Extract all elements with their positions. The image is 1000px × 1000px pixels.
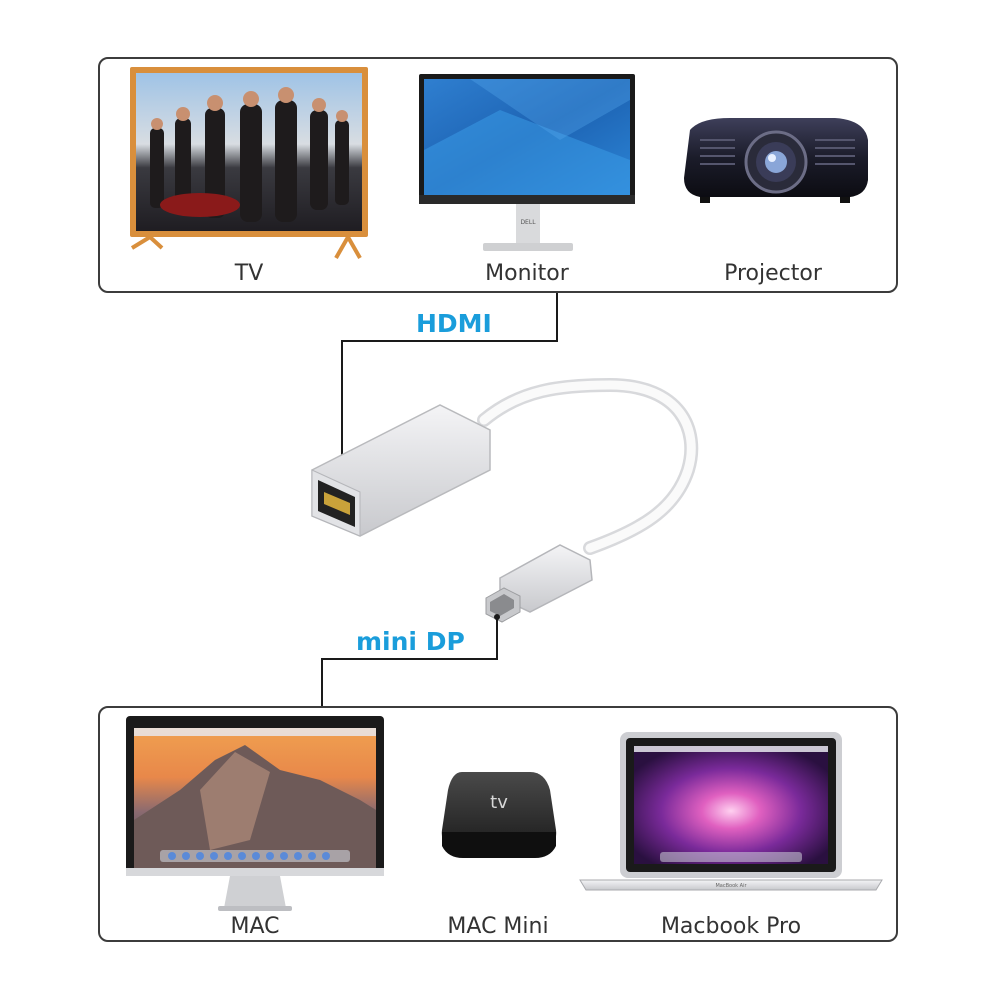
apple-tv-icon: tv xyxy=(441,772,557,858)
mac-label: MAC xyxy=(230,914,279,939)
tv-label: TV xyxy=(234,261,264,286)
laptop-badge: MacBook Air xyxy=(715,883,747,889)
projector-label: Projector xyxy=(724,261,823,286)
laptop-icon: MacBook Air xyxy=(579,732,883,891)
tv-icon xyxy=(130,67,368,259)
minidp-line xyxy=(321,617,498,706)
projector-icon xyxy=(684,118,868,203)
monitor-icon: DELL xyxy=(419,74,635,251)
mac-mini-label: MAC Mini xyxy=(447,914,548,939)
macbook-pro-label: Macbook Pro xyxy=(661,914,801,939)
monitor-label: Monitor xyxy=(485,261,570,286)
mini-dp-label: mini DP xyxy=(356,627,465,656)
hdmi-label: HDMI xyxy=(416,309,492,338)
svg-text:DELL: DELL xyxy=(520,219,536,226)
hdmi-line xyxy=(341,293,558,510)
imac-icon xyxy=(126,716,384,911)
adapter-cable-icon xyxy=(311,377,699,623)
apple-tv-badge: tv xyxy=(490,792,508,813)
